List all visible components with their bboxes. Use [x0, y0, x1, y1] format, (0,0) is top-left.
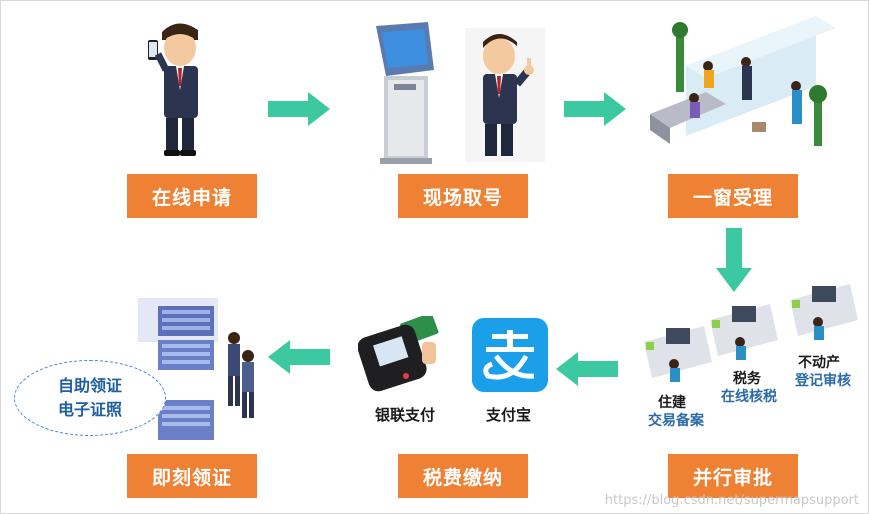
- dept-housing-sub: 交易备案: [648, 413, 704, 429]
- person-with-phone-icon: [148, 23, 198, 156]
- workstations-icon: [644, 284, 858, 382]
- watermark: https://blog.csdn.net/supermapsupport: [604, 493, 859, 508]
- step-instant-cert: 即刻领证: [127, 454, 257, 498]
- server-self-service-icon: [138, 298, 254, 440]
- arrow-right-2-icon: [564, 92, 626, 126]
- arrow-left-2-icon: [268, 340, 330, 374]
- alipay-label: 支付宝: [486, 406, 532, 424]
- step-parallel-review: 并行审批: [668, 454, 798, 498]
- service-hall-icon: [650, 16, 836, 146]
- arrow-left-1-icon: [556, 352, 618, 386]
- pos-terminal-icon: [358, 316, 439, 392]
- step-online-apply: 在线申请: [127, 174, 257, 218]
- arrow-down-icon: [716, 228, 752, 292]
- kiosk-machine-icon: [376, 22, 434, 164]
- arrow-right-1-icon: [268, 92, 330, 126]
- step-tax-payment: 税费缴纳: [398, 454, 528, 498]
- self-service-bubble: 自助领证 电子证照: [14, 360, 166, 436]
- step-take-number: 现场取号: [398, 174, 528, 218]
- dept-realestate-sub: 登记审核: [795, 373, 851, 389]
- bubble-line2: 电子证照: [57, 400, 122, 419]
- bubble-line1: 自助领证: [57, 376, 122, 395]
- unionpay-label: 银联支付: [375, 406, 436, 424]
- dept-tax-title: 税务: [733, 371, 761, 387]
- alipay-logo-icon: [472, 318, 548, 392]
- step-one-window: 一窗受理: [668, 174, 798, 218]
- dept-housing-title: 住建: [658, 395, 686, 411]
- person-thumbs-up-icon: [465, 28, 545, 162]
- dept-tax-sub: 在线核税: [721, 389, 777, 405]
- dept-realestate-title: 不动产: [798, 355, 840, 371]
